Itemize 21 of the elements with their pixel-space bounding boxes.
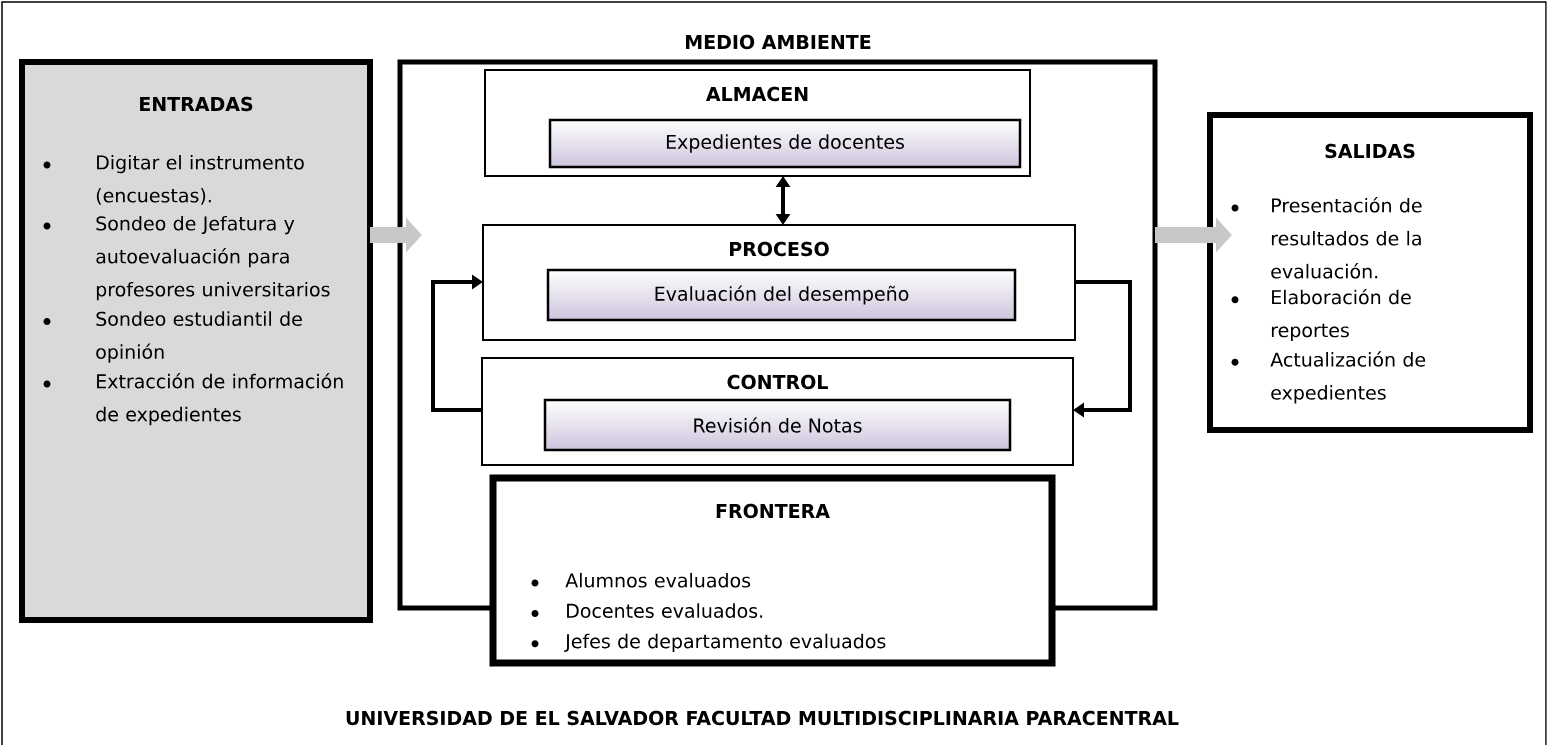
list-item: Actualización de expedientes	[1270, 351, 1426, 404]
diagram-title: MEDIO AMBIENTE	[686, 34, 871, 50]
panel-heading: SALIDAS	[1325, 143, 1415, 159]
list-item: Extracción de información de expedientes	[96, 373, 343, 426]
list-item: Jefes de departamento evaluados	[564, 633, 886, 653]
list-item: Alumnos evaluados	[565, 572, 751, 588]
panel-heading: ENTRADAS	[140, 96, 253, 112]
list-item: Docentes evaluados.	[567, 603, 763, 618]
list-item: Presentación de resultados de la evaluación.	[1271, 197, 1422, 279]
list-item: Sondeo de Jefatura y autoevaluación para profesores universitarios	[96, 215, 330, 301]
item-box: Evaluación del desempeño	[546, 268, 1017, 322]
caption: UNIVERSIDAD DE EL SALVADOR FACULTAD MULTIDISCIPLINARIA PARACENTRAL	[346, 710, 1179, 726]
panel-heading: FRONTERA	[716, 503, 830, 519]
outputs-panel	[1207, 112, 1533, 433]
item-box: Revisión de Notas	[543, 398, 1012, 452]
list-item: Elaboración de reportes	[1271, 288, 1411, 342]
list-item: Digitar el instrumento (encuestas).	[96, 154, 304, 205]
inputs-panel	[19, 59, 373, 623]
boundary-box	[489, 474, 1056, 667]
item-box: Expedientes de docentes	[548, 118, 1022, 169]
list-item: Sondeo estudiantil de opinión	[96, 311, 302, 363]
